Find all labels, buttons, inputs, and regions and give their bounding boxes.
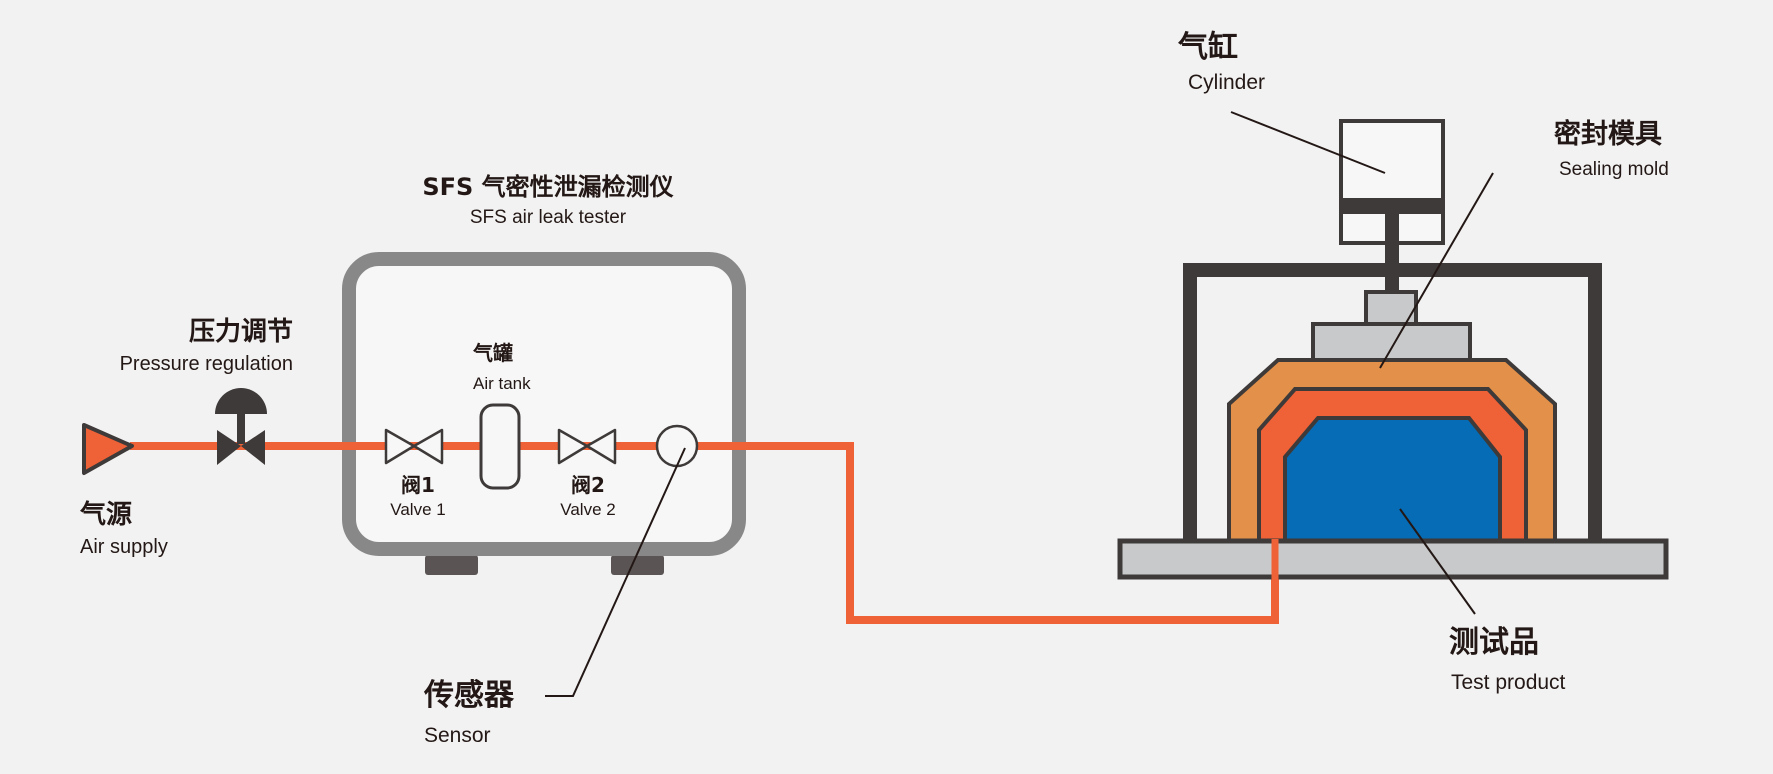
pressure-regulation-label-cn: 压力调节 (189, 317, 293, 347)
test-product-label-en: Test product (1451, 671, 1566, 694)
sensor-label-cn: 传感器 (423, 678, 515, 713)
cylinder-label-cn: 气缸 (1178, 30, 1238, 65)
valve-2-icon (557, 428, 617, 465)
cylinder-rod (1385, 212, 1399, 292)
press-block-large (1311, 322, 1472, 364)
test-product-shape (1283, 416, 1502, 547)
valve-1-label-en: Valve 1 (390, 500, 445, 519)
leak-tester-unit (342, 252, 746, 575)
pressure-regulator-icon (215, 388, 267, 465)
air-tank-label-en: Air tank (473, 374, 531, 393)
sensor-leader-line (545, 447, 686, 697)
test-fixture (1117, 111, 1669, 620)
tester-foot-left (425, 555, 478, 575)
valve-2-label-en: Valve 2 (560, 500, 615, 519)
cylinder-label-en: Cylinder (1188, 71, 1265, 94)
air-supply-icon (82, 423, 134, 475)
valve-1-label-cn: 阀1 (401, 473, 435, 497)
pressure-regulation-label-en: Pressure regulation (120, 353, 293, 375)
tester-title-en: SFS air leak tester (470, 207, 627, 228)
tester-body (342, 252, 746, 556)
cylinder-piston (1341, 198, 1443, 214)
test-product-label-cn: 测试品 (1449, 625, 1539, 660)
sensor-icon (655, 424, 699, 468)
sensor-label-en: Sensor (424, 724, 491, 747)
valve-2-label-cn: 阀2 (571, 473, 605, 497)
air-supply-label-cn: 气源 (79, 499, 132, 530)
air-tank-icon (479, 403, 521, 490)
cylinder-leader-line (1230, 111, 1386, 174)
air-tank-label-cn: 气罐 (472, 341, 513, 365)
sealing-mold-leader-line (1379, 172, 1494, 369)
tester-foot-right (611, 555, 664, 575)
tester-title-cn: SFS 气密性泄漏检测仪 (422, 173, 674, 201)
valve-1-icon (384, 428, 444, 465)
base-plate (1117, 538, 1669, 580)
sealing-mold-label-en: Sealing mold (1559, 159, 1669, 180)
air-supply-label-en: Air supply (80, 536, 168, 558)
test-product-leader-line (1399, 508, 1476, 615)
sealing-mold-label-cn: 密封模具 (1554, 118, 1662, 150)
